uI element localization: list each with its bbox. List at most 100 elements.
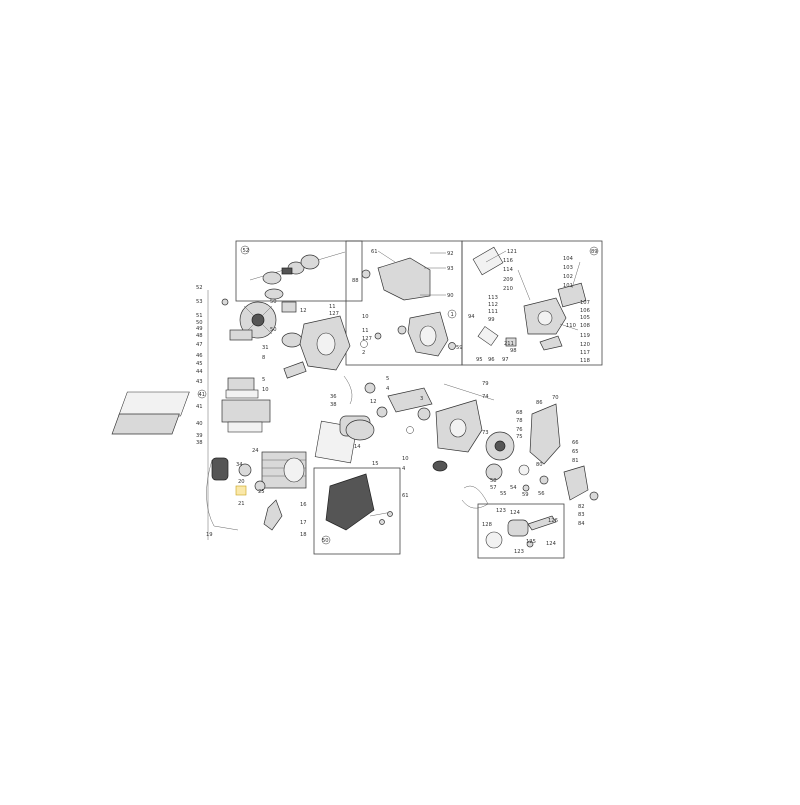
label-59b: 59 [522,492,529,498]
label-121: 121 [507,249,517,255]
label-49: 49 [196,326,203,332]
label-19: 19 [206,532,213,538]
label-72: 70 [552,395,559,401]
highlighted-part [235,485,247,496]
label-40: 40 [196,421,203,427]
label-118: 118 [580,358,590,364]
label-95: 95 [476,357,483,363]
label-48: 48 [196,333,203,339]
label-52: 52 [196,285,203,291]
label-63: 58 [490,478,497,484]
label-69: 66 [572,440,579,446]
label-127b: 127 [362,336,372,342]
label-92: 92 [447,251,454,257]
label-75: 75 [516,434,523,440]
label-25: 25 [258,489,265,495]
label-108: 108 [580,323,590,329]
label-45: 45 [196,361,203,367]
label-112: 112 [488,302,498,308]
label-38: 38 [196,440,203,446]
label-82: 82 [578,504,585,510]
crankcase-inset: 61 92 90 88 93 1 59 [345,240,463,366]
label-38b: 38 [330,402,337,408]
label-24: 24 [252,448,259,454]
label-128: 128 [482,522,492,528]
label-94: 94 [468,314,475,320]
label-34: 34 [236,462,243,468]
label-70: 68 [516,410,523,416]
label-10b: 10 [362,314,369,320]
label-18: 18 [300,532,307,538]
label-126: 126 [548,518,558,524]
label-73: 73 [482,430,489,436]
label-44: 44 [196,369,203,375]
label-8: 8 [262,355,265,361]
label-124b: 124 [546,541,557,547]
label-125: 125 [526,539,536,545]
label-5b: 5 [386,376,389,382]
label-127: 127 [329,311,339,317]
label-101: 101 [563,283,573,289]
label-50b: 50 [270,327,277,333]
label-78: 78 [516,418,523,424]
inset-airfilter-number: 50 [322,538,329,544]
carburetor-inset: 89 121 116 114 209 210 113 112 111 99 21… [461,240,603,366]
label-102: 102 [563,274,573,280]
label-57: 54 [510,485,517,491]
label-20: 20 [238,479,245,485]
label-21: 21 [238,501,245,507]
label-10: 10 [262,387,269,393]
label-39: 39 [196,433,203,439]
label-209: 209 [503,277,513,283]
label-58: 55 [500,491,507,497]
label-113: 113 [488,295,498,301]
label-50: 50 [196,320,203,326]
label-43: 43 [196,379,203,385]
label-76: 76 [516,427,523,433]
label-97: 97 [502,357,509,363]
label-124a: 124 [510,510,521,516]
inset-carburetor-number: 89 [591,249,598,255]
label-88: 88 [352,278,359,284]
label-117: 117 [580,350,590,356]
label-50c: 50 [270,299,277,305]
label-119: 119 [580,333,590,339]
label-68: 65 [572,449,579,455]
crankshaft-inset: 52 [235,240,363,302]
label-16: 16 [300,502,307,508]
label-86: 86 [536,400,543,406]
label-59: 59 [456,345,463,351]
label-15: 15 [372,461,379,467]
label-81: 81 [572,458,579,464]
inset-crankcase-number: 1 [451,312,454,318]
label-120: 120 [580,342,590,348]
airfilter-inset: 50 [313,467,401,555]
label-123b: 123 [514,549,524,555]
label-111: 111 [488,309,498,315]
label-74: 74 [482,394,489,400]
label-4b: 4 [386,386,390,392]
label-96: 96 [488,357,495,363]
label-36: 36 [330,394,337,400]
label-53: 53 [196,299,203,305]
engine-left-assembly: 52 53 51 50 49 48 47 46 45 44 43 41 41 4… [111,285,379,540]
label-4: 4 [402,466,406,472]
label-46: 46 [196,353,203,359]
label-62: 57 [490,485,497,491]
label-99: 99 [488,317,495,323]
label-5: 5 [262,377,265,383]
label-2: 2 [362,350,365,356]
label-123a: 123 [496,508,506,514]
label-12: 12 [300,308,307,314]
label-11: 11 [329,304,336,310]
label-11b: 11 [362,328,369,334]
label-83: 83 [578,512,585,518]
label-90: 90 [447,293,454,299]
label-47: 47 [196,342,203,348]
label-51: 51 [196,313,203,319]
label-107: 107 [580,300,590,306]
label-10c: 10 [402,456,409,462]
label-14: 14 [354,444,361,450]
